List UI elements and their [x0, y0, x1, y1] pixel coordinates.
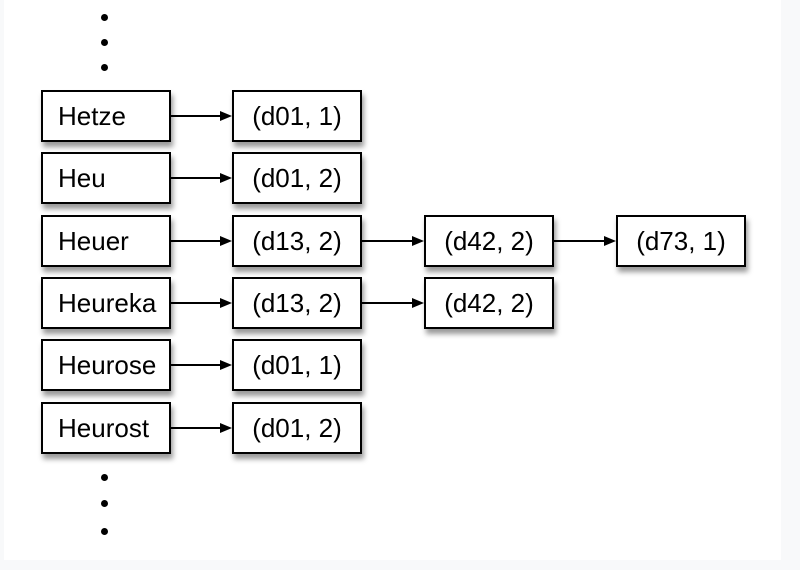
term-label: Heuer [58, 225, 129, 256]
ellipsis-top-dot-1 [101, 14, 108, 21]
ellipsis-top-dot-3 [101, 64, 108, 71]
pointer-arrow-icon [171, 360, 232, 370]
posting-box: (d13, 2) [232, 277, 362, 329]
posting-box: (d42, 2) [424, 215, 554, 267]
pointer-arrow-icon [171, 111, 232, 121]
posting-box: (d01, 2) [232, 402, 362, 454]
term-box-heureka: Heureka [41, 277, 171, 329]
pointer-arrow-icon [362, 298, 424, 308]
posting-label: (d73, 1) [636, 225, 726, 256]
posting-label: (d42, 2) [444, 287, 534, 318]
term-label: Hetze [58, 100, 126, 131]
ellipsis-top-dot-2 [101, 39, 108, 46]
posting-box: (d01, 1) [232, 90, 362, 142]
term-label: Heurose [58, 349, 157, 380]
term-label: Heurost [58, 412, 150, 443]
posting-label: (d13, 2) [252, 225, 342, 256]
posting-box: (d73, 1) [616, 215, 746, 267]
posting-label: (d13, 2) [252, 287, 342, 318]
posting-box: (d01, 2) [232, 152, 362, 204]
posting-label: (d01, 1) [252, 100, 342, 131]
posting-box: (d42, 2) [424, 277, 554, 329]
posting-box: (d01, 1) [232, 339, 362, 391]
pointer-arrow-icon [554, 236, 616, 246]
term-box-heuer: Heuer [41, 215, 171, 267]
term-label: Heu [58, 162, 106, 193]
term-box-heurose: Heurose [41, 339, 171, 391]
posting-label: (d01, 2) [252, 412, 342, 443]
term-box-heu: Heu [41, 152, 171, 204]
term-label: Heureka [58, 287, 157, 318]
pointer-arrow-icon [171, 236, 232, 246]
posting-label: (d01, 1) [252, 349, 342, 380]
pointer-arrow-icon [171, 298, 232, 308]
pointer-arrow-icon [171, 423, 232, 433]
term-box-heurost: Heurost [41, 402, 171, 454]
posting-label: (d42, 2) [444, 225, 534, 256]
posting-label: (d01, 2) [252, 162, 342, 193]
term-box-hetze: Hetze [41, 90, 171, 142]
posting-box: (d13, 2) [232, 215, 362, 267]
pointer-arrow-icon [171, 173, 232, 183]
pointer-arrow-icon [362, 236, 424, 246]
ellipsis-bottom-dot-3 [101, 528, 108, 535]
ellipsis-bottom-dot-2 [101, 500, 108, 507]
ellipsis-bottom-dot-1 [101, 474, 108, 481]
